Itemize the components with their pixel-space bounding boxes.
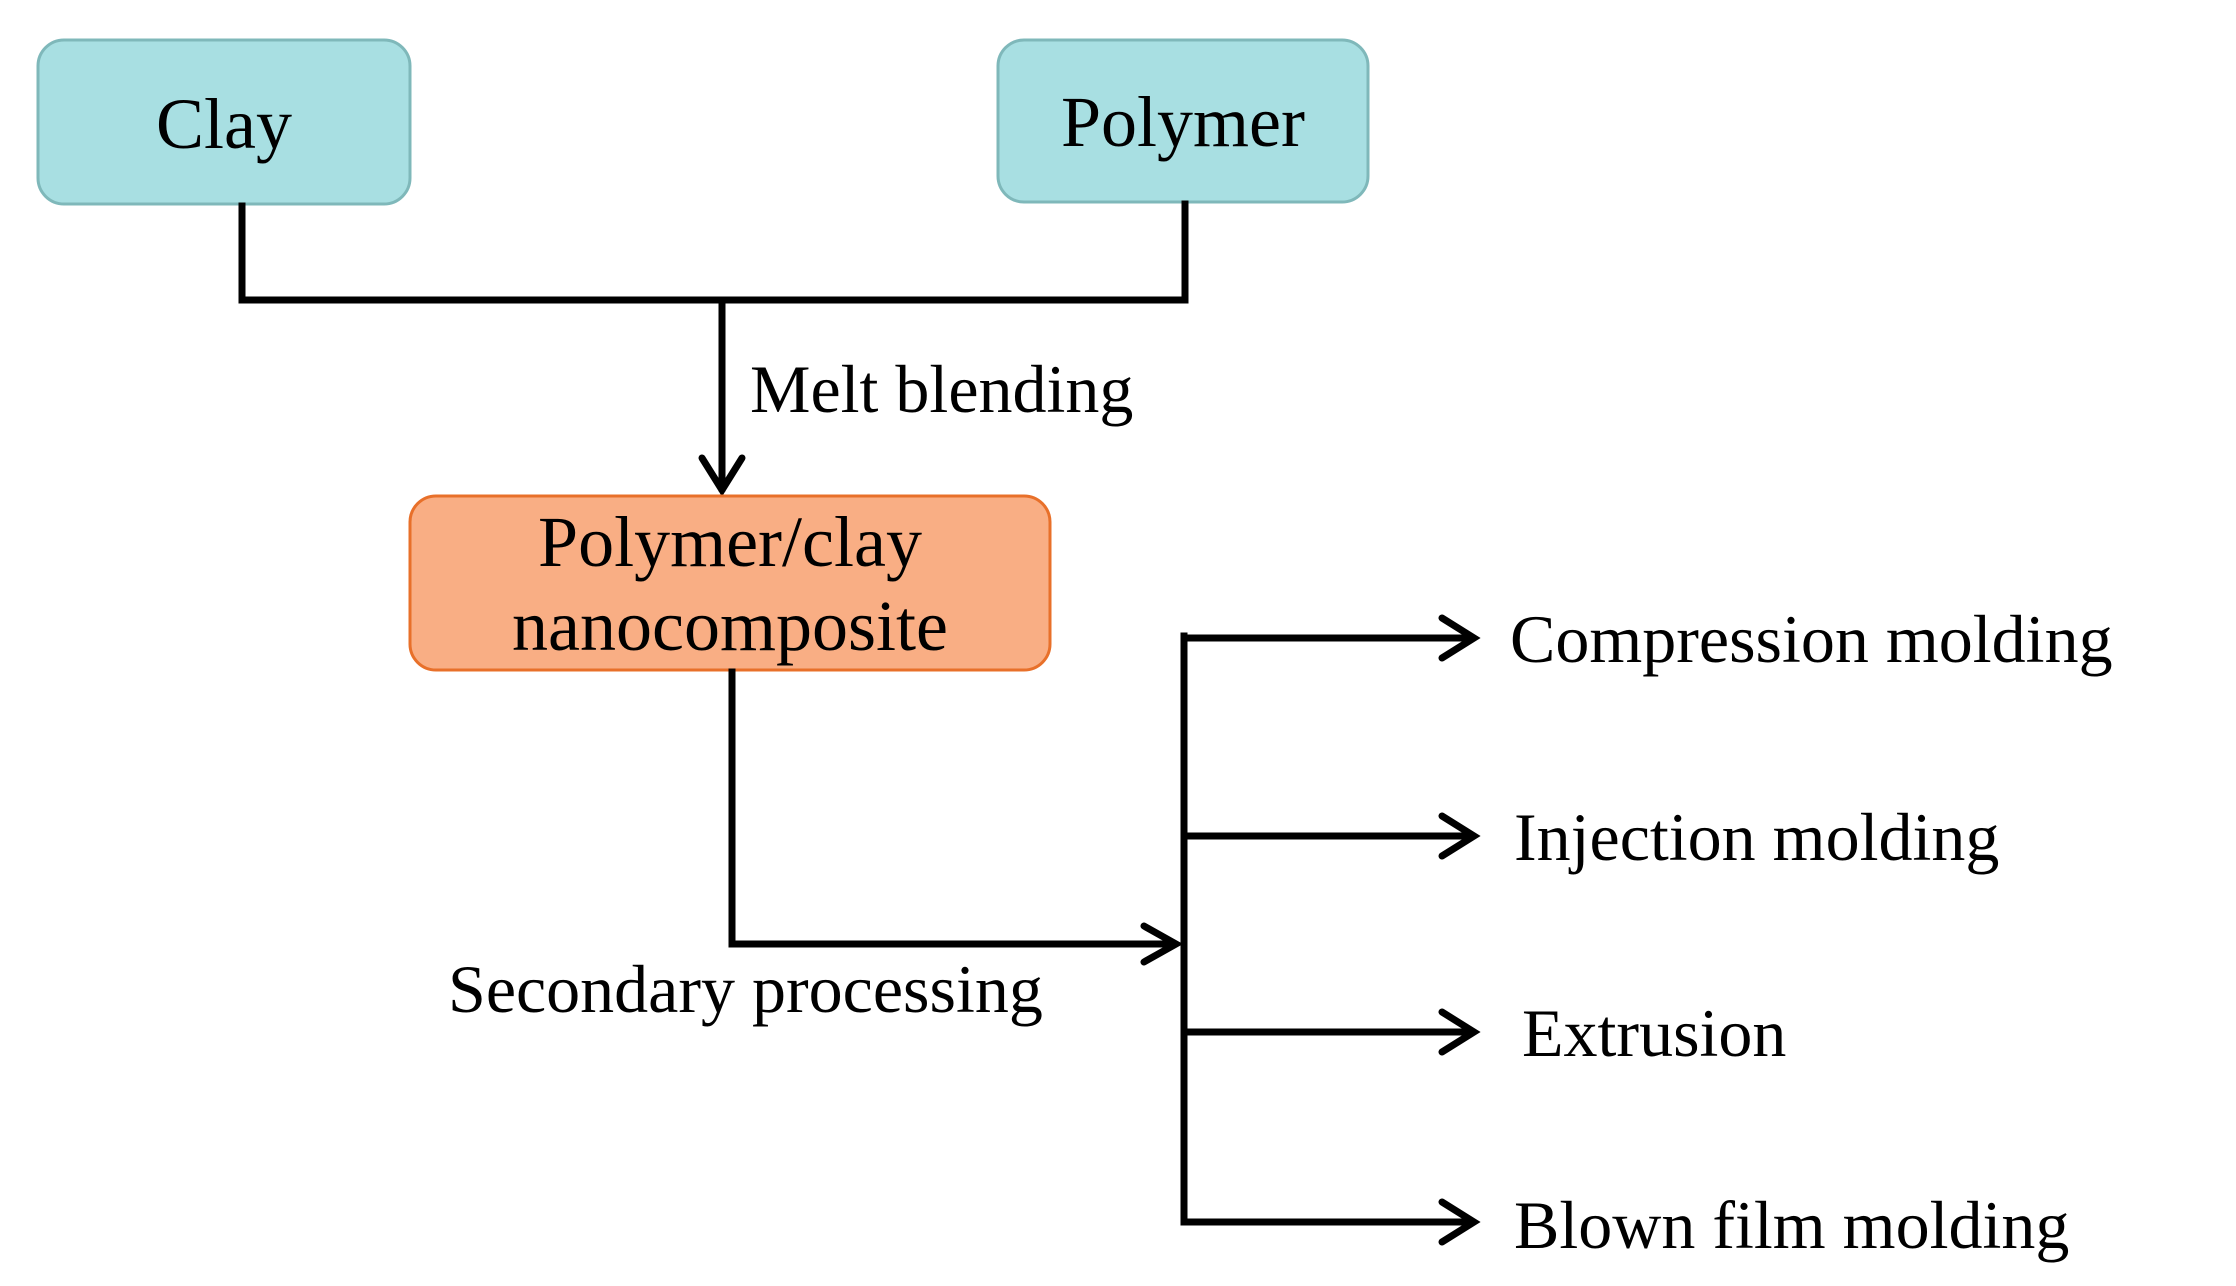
output-arrow-injection xyxy=(1180,812,1481,860)
composite-label-line2: nanocomposite xyxy=(512,586,948,666)
output-label-blown-film-molding: Blown film molding xyxy=(1514,1187,2069,1263)
secondary-processing-label: Secondary processing xyxy=(448,951,1043,1027)
secondary-processing-arrowhead xyxy=(1140,922,1184,966)
output-label-injection-molding: Injection molding xyxy=(1514,799,1999,875)
clay-node: Clay xyxy=(36,38,412,206)
melt-blending-label: Melt blending xyxy=(750,351,1133,427)
polymer-node: Polymer xyxy=(996,38,1370,204)
output-arrow-extrusion xyxy=(1180,1008,1481,1056)
melt-blending-arrowhead xyxy=(698,454,746,497)
output-label-extrusion: Extrusion xyxy=(1522,995,1786,1071)
secondary-processing-connector xyxy=(728,668,1176,948)
output-arrow-compression xyxy=(1180,614,1481,662)
clay-label: Clay xyxy=(156,84,292,164)
polymer-label: Polymer xyxy=(1061,82,1305,162)
inputs-merge-connector xyxy=(238,200,1189,304)
composite-node: Polymer/clay nanocomposite xyxy=(408,494,1052,672)
output-label-compression-molding: Compression molding xyxy=(1510,601,2113,677)
output-arrow-blown-film xyxy=(1180,1198,1481,1246)
clay-box xyxy=(36,38,412,206)
composite-label-line1: Polymer/clay xyxy=(538,502,922,582)
